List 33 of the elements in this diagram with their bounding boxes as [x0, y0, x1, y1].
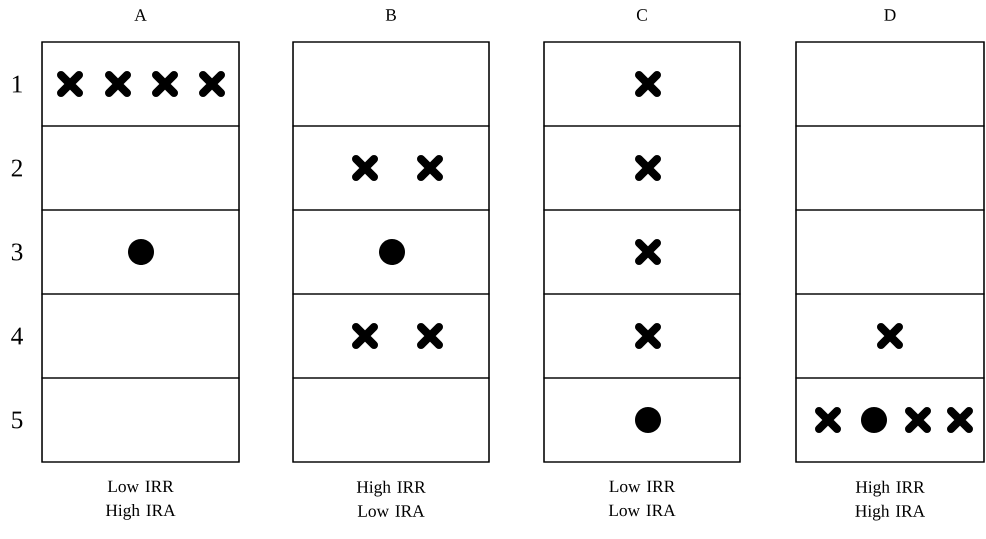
row-number: 2 — [12, 160, 22, 176]
cell — [41, 41, 240, 127]
cell — [292, 41, 490, 127]
cell — [543, 125, 741, 211]
cell — [795, 41, 985, 127]
cell — [795, 377, 985, 463]
cell — [41, 209, 240, 295]
cell — [543, 41, 741, 127]
node-label: Low IRR High IRA — [106, 480, 176, 520]
cell — [292, 209, 490, 295]
node-label: A — [134, 9, 147, 21]
node-label: Low IRR Low IRA — [608, 480, 676, 516]
node-label: D — [884, 9, 896, 21]
cell — [41, 125, 240, 211]
node-label: B — [386, 9, 396, 21]
node-label: High IRR High IRA — [855, 480, 926, 520]
cell — [292, 377, 490, 463]
cell — [292, 293, 490, 379]
cell — [292, 125, 490, 211]
cell — [543, 293, 741, 379]
row-number: 1 — [12, 76, 22, 92]
cell — [795, 293, 985, 379]
cell — [795, 125, 985, 211]
cell — [795, 209, 985, 295]
cell — [41, 377, 240, 463]
row-number: 5 — [12, 412, 22, 428]
row-number: 4 — [11, 328, 23, 344]
cell — [543, 377, 741, 463]
node-label: C — [636, 9, 647, 21]
node-label: High IRR Low IRA — [356, 480, 426, 517]
cell — [41, 293, 240, 379]
row-number: 3 — [12, 244, 22, 260]
cell — [543, 209, 741, 295]
